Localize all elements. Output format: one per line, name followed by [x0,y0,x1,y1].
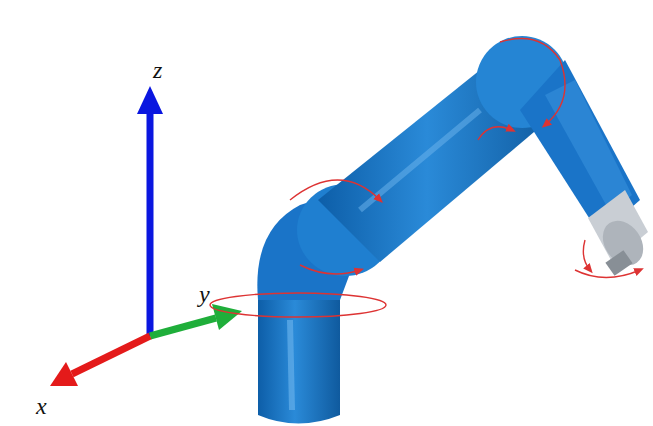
axis-label: x [36,394,47,418]
axis-label: y [199,282,210,306]
robot-arm [210,36,652,424]
coordinate-axes [50,86,242,386]
axis-label: z [153,58,162,82]
